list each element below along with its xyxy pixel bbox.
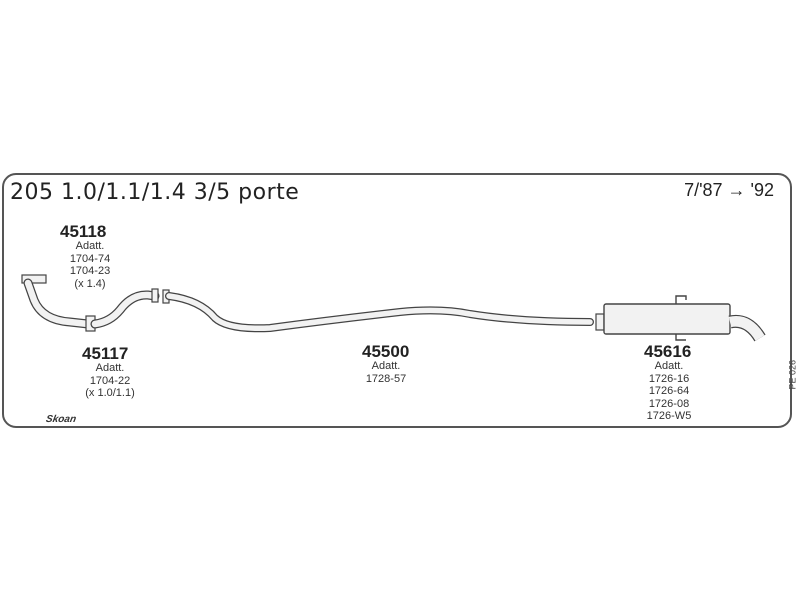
part-detail-line: Adatt. [371, 360, 401, 372]
part-detail-line: 1726-W5 [646, 410, 692, 422]
part-details-45500: Adatt. 1728-57 [356, 360, 416, 385]
part-detail-line: Adatt. [654, 360, 684, 372]
model-years: 7/'87 → '92 [684, 180, 774, 200]
part-detail-line: 1726-16 [648, 372, 690, 385]
vehicle-title: 205 1.0/1.1/1.4 3/5 porte [10, 180, 300, 205]
part-number-45117: 45117 [82, 344, 129, 363]
rear-silencer-45616 [595, 295, 766, 342]
part-number-45616: 45616 [644, 342, 692, 361]
part-detail-line: (x 1.4) [74, 277, 106, 290]
part-detail-line: 1726-64 [648, 385, 690, 397]
brand-logo: Skoan [45, 414, 77, 425]
diagram-code: PE 026 [788, 360, 798, 390]
part-detail-line: 1728-57 [365, 372, 407, 385]
part-details-45616: Adatt. 1726-16 1726-64 1726-08 1726-W5 [634, 360, 704, 423]
part-detail-line: 1704-23 [69, 265, 111, 277]
part-details-45117: Adatt. 1704-22 (x 1.0/1.1) [74, 362, 146, 400]
front-pipe-outlet-flange [151, 288, 159, 303]
part-number-45118: 45118 [60, 222, 107, 241]
part-detail-line: (x 1.0/1.1) [85, 387, 135, 399]
part-detail-line: Adatt. [75, 240, 105, 252]
part-detail-line: 1704-22 [89, 374, 131, 387]
part-detail-line: 1726-08 [648, 397, 690, 410]
part-detail-line: Adatt. [95, 362, 125, 374]
part-number-45500: 45500 [362, 342, 410, 361]
downpipe-flange [21, 274, 47, 284]
part-details-45118: Adatt. 1704-74 1704-23 (x 1.4) [60, 240, 120, 290]
part-detail-line: 1704-74 [69, 252, 111, 265]
